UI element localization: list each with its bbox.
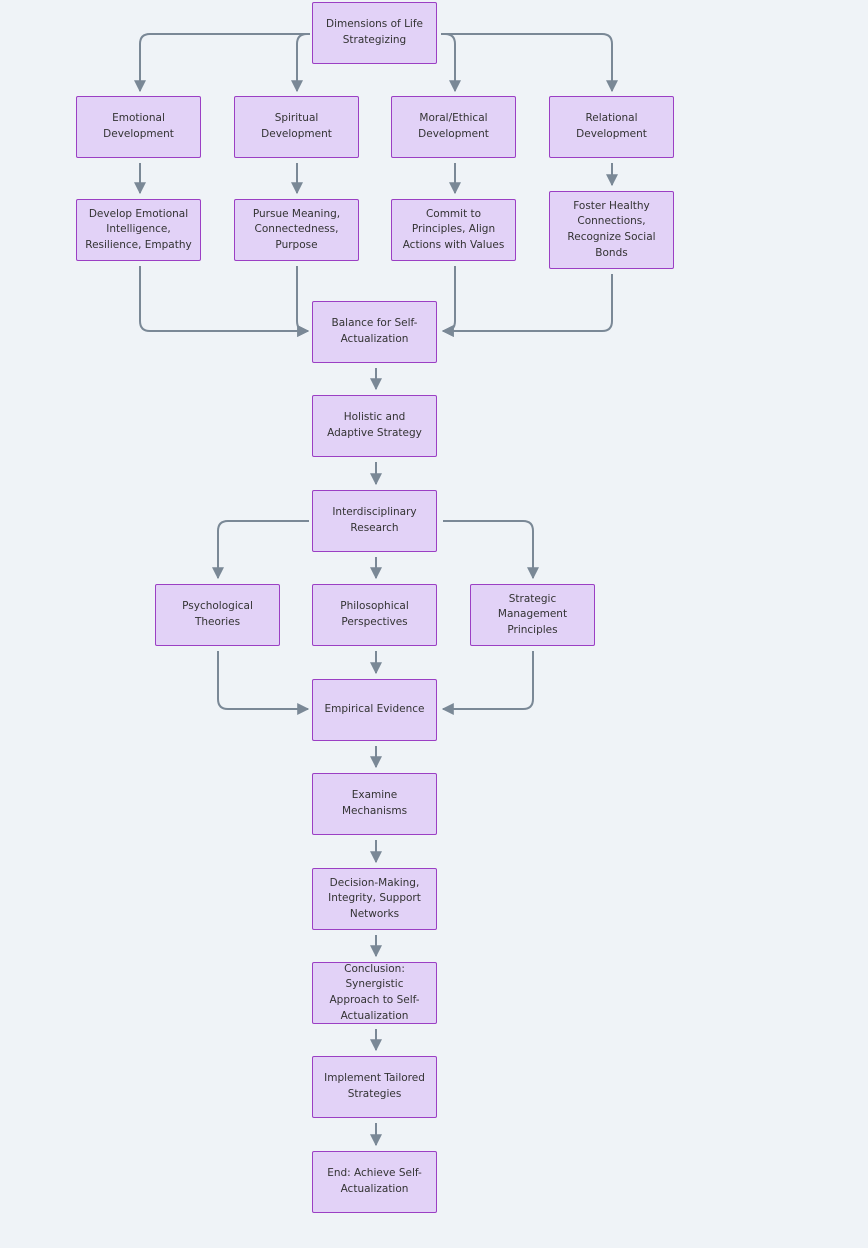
node-philosophical-perspectives: Philosophical Perspectives [312,584,437,646]
edge-moral-balance [441,266,456,337]
edge-spiritual-balance [296,266,310,337]
node-emotional-detail: Develop Emotional Intelligence, Resilien… [76,199,201,261]
edge-strategic-empirical [441,651,534,715]
node-strategic-management-principles: Strategic Management Principles [470,584,595,646]
edge-start-relational [441,33,618,93]
edge-start-spiritual [291,33,310,93]
edge-relational-balance [441,274,613,337]
node-spiritual-development: Spiritual Development [234,96,359,158]
node-emotional-development: Emotional Development [76,96,201,158]
edge-start-moral [441,33,461,93]
node-end-achieve-self-actualization: End: Achieve Self-Actualization [312,1151,437,1213]
edge-emotional-balance [139,266,310,337]
node-interdisciplinary-research: Interdisciplinary Research [312,490,437,552]
node-spiritual-detail: Pursue Meaning, Connectedness, Purpose [234,199,359,261]
edge-start-emotional [134,33,310,93]
node-empirical-evidence: Empirical Evidence [312,679,437,741]
edge-psych-empirical [217,651,310,715]
node-implement-tailored-strategies: Implement Tailored Strategies [312,1056,437,1118]
node-relational-development: Relational Development [549,96,674,158]
node-conclusion: Conclusion: Synergistic Approach to Self… [312,962,437,1024]
node-examine-mechanisms: Examine Mechanisms [312,773,437,835]
node-psychological-theories: Psychological Theories [155,584,280,646]
node-holistic-adaptive-strategy: Holistic and Adaptive Strategy [312,395,437,457]
node-decision-making: Decision-Making, Integrity, Support Netw… [312,868,437,930]
edge-research-strategic [443,520,539,580]
node-balance-for-self-actualization: Balance for Self-Actualization [312,301,437,363]
edge-research-psych [212,520,309,580]
node-moral-detail: Commit to Principles, Align Actions with… [391,199,516,261]
node-relational-detail: Foster Healthy Connections, Recognize So… [549,191,674,269]
node-moral-ethical-development: Moral/Ethical Development [391,96,516,158]
node-dimensions-of-life-strategizing: Dimensions of Life Strategizing [312,2,437,64]
